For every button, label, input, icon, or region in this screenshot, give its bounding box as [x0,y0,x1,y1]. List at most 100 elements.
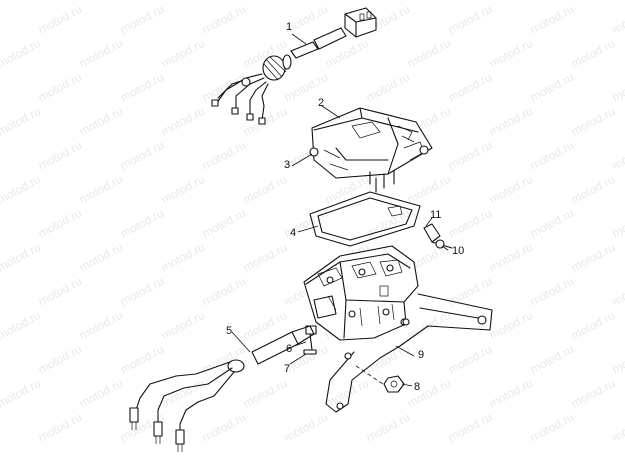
watermark-text: motod.ru [528,70,576,105]
watermark-text: motod.ru [528,274,576,309]
watermark-text: motod.ru [0,104,43,139]
watermark-text: motod.ru [0,70,2,105]
watermark-text: motod.ru [118,2,166,37]
callout-11: 11 [430,209,441,221]
watermark-text: motod.ru [446,274,494,309]
watermark-text: motod.ru [159,0,207,3]
callout-leaders [231,33,449,387]
watermark-text: motod.ru [77,308,125,343]
watermark-text: motod.ru [569,36,617,71]
watermark-text: motod.ru [200,2,248,37]
watermark-text: motod.ru [364,342,412,377]
watermark-text: motod.ru [610,138,625,173]
watermark-text: motod.ru [241,240,289,275]
watermark-text: motod.ru [487,36,535,71]
watermark-text: motod.ru [77,36,125,71]
callout-6: 6 [286,343,292,355]
watermark-text: motod.ru [241,0,289,3]
watermark-text: motod.ru [610,342,625,377]
watermark-text: motod.ru [405,376,453,411]
watermark-text: motod.ru [159,172,207,207]
watermark-text: motod.ru [200,138,248,173]
watermark-text: motod.ru [159,104,207,139]
watermark-text: motod.ru [610,206,625,241]
watermark-text: motod.ru [36,206,84,241]
watermark-text: motod.ru [36,274,84,309]
watermark-text: motod.ru [0,36,43,71]
watermark-text: motod.ru [528,2,576,37]
watermark-text: motod.ru [528,342,576,377]
watermark-text: motod.ru [569,308,617,343]
watermark-text: motod.ru [610,410,625,445]
watermark-text: motod.ru [36,342,84,377]
callout-2: 2 [318,97,324,109]
watermark-text: motod.ru [0,172,43,207]
watermark-text: motod.ru [487,172,535,207]
watermark-text: motod.ru [446,138,494,173]
watermark-text: motod.ru [528,138,576,173]
watermark-text: motod.ru [0,138,2,173]
watermark-text: motod.ru [36,410,84,445]
watermark-text: motod.ru [118,70,166,105]
watermark-text: motod.ru [610,274,625,309]
watermark-text: motod.ru [159,376,207,411]
watermark-text: motod.ru [0,0,43,3]
watermark-text: motod.ru [0,308,43,343]
watermark-text: motod.ru [118,138,166,173]
watermark-text: motod.ru [77,172,125,207]
watermark-text: motod.ru [0,342,2,377]
watermark-text: motod.ru [200,410,248,445]
watermark-text: motod.ru [159,240,207,275]
watermark-text: motod.ru [446,410,494,445]
watermark-text: motod.ru [569,0,617,3]
watermark-text: motod.ru [528,206,576,241]
watermark-text: motod.ru [487,104,535,139]
watermark-text: motod.ru [200,274,248,309]
watermark-text: motod.ru [36,138,84,173]
part-9-bracket [325,293,493,413]
watermark-text: motod.ru [569,172,617,207]
watermark-text: motod.ru [487,376,535,411]
watermark-text: motod.ru [610,2,625,37]
callout-labels: 1 2 3 4 5 6 7 8 9 10 11 [226,21,464,393]
part-6-7-bolt [303,325,317,355]
watermark-text: motod.ru [0,274,2,309]
watermark-text: motod.ru [118,342,166,377]
callout-5: 5 [226,325,232,337]
callout-7: 7 [284,363,290,375]
watermark-text: motod.ru [118,274,166,309]
watermark-text: motod.ru [446,2,494,37]
watermark-text: motod.ru [159,36,207,71]
callout-1: 1 [286,21,292,33]
watermark-text: motod.ru [446,342,494,377]
part-8-nut [383,375,405,393]
watermark-text: motod.ru [446,206,494,241]
callout-8: 8 [414,381,420,393]
watermark-text: motod.ru [569,104,617,139]
watermark-text: motod.ru [77,0,125,3]
watermark-text: motod.ru [323,0,371,3]
watermark-text: motod.ru [405,36,453,71]
watermark-text: motod.ru [282,410,330,445]
watermark-text: motod.ru [446,70,494,105]
watermark-text: motod.ru [200,70,248,105]
callout-9: 9 [418,349,424,361]
watermark-text: motod.ru [610,70,625,105]
watermark-text: motod.ru [0,2,2,37]
watermark-text: motod.ru [0,376,43,411]
watermark-text: motod.ru [77,104,125,139]
part-4-gasket [309,191,421,247]
part-2-cover [309,107,433,193]
watermark-text: motod.ru [118,206,166,241]
watermark-text: motod.ru [0,206,2,241]
watermark-text: motod.ru [405,0,453,3]
watermark-text: motod.ru [487,0,535,3]
watermark-text: motod.ru [36,70,84,105]
watermark-text: motod.ru [159,308,207,343]
watermark-text: motod.ru [241,172,289,207]
watermark-text: motod.ru [528,410,576,445]
watermark-text: motod.ru [487,240,535,275]
watermark-text: motod.ru [405,172,453,207]
callout-3: 3 [284,159,290,171]
